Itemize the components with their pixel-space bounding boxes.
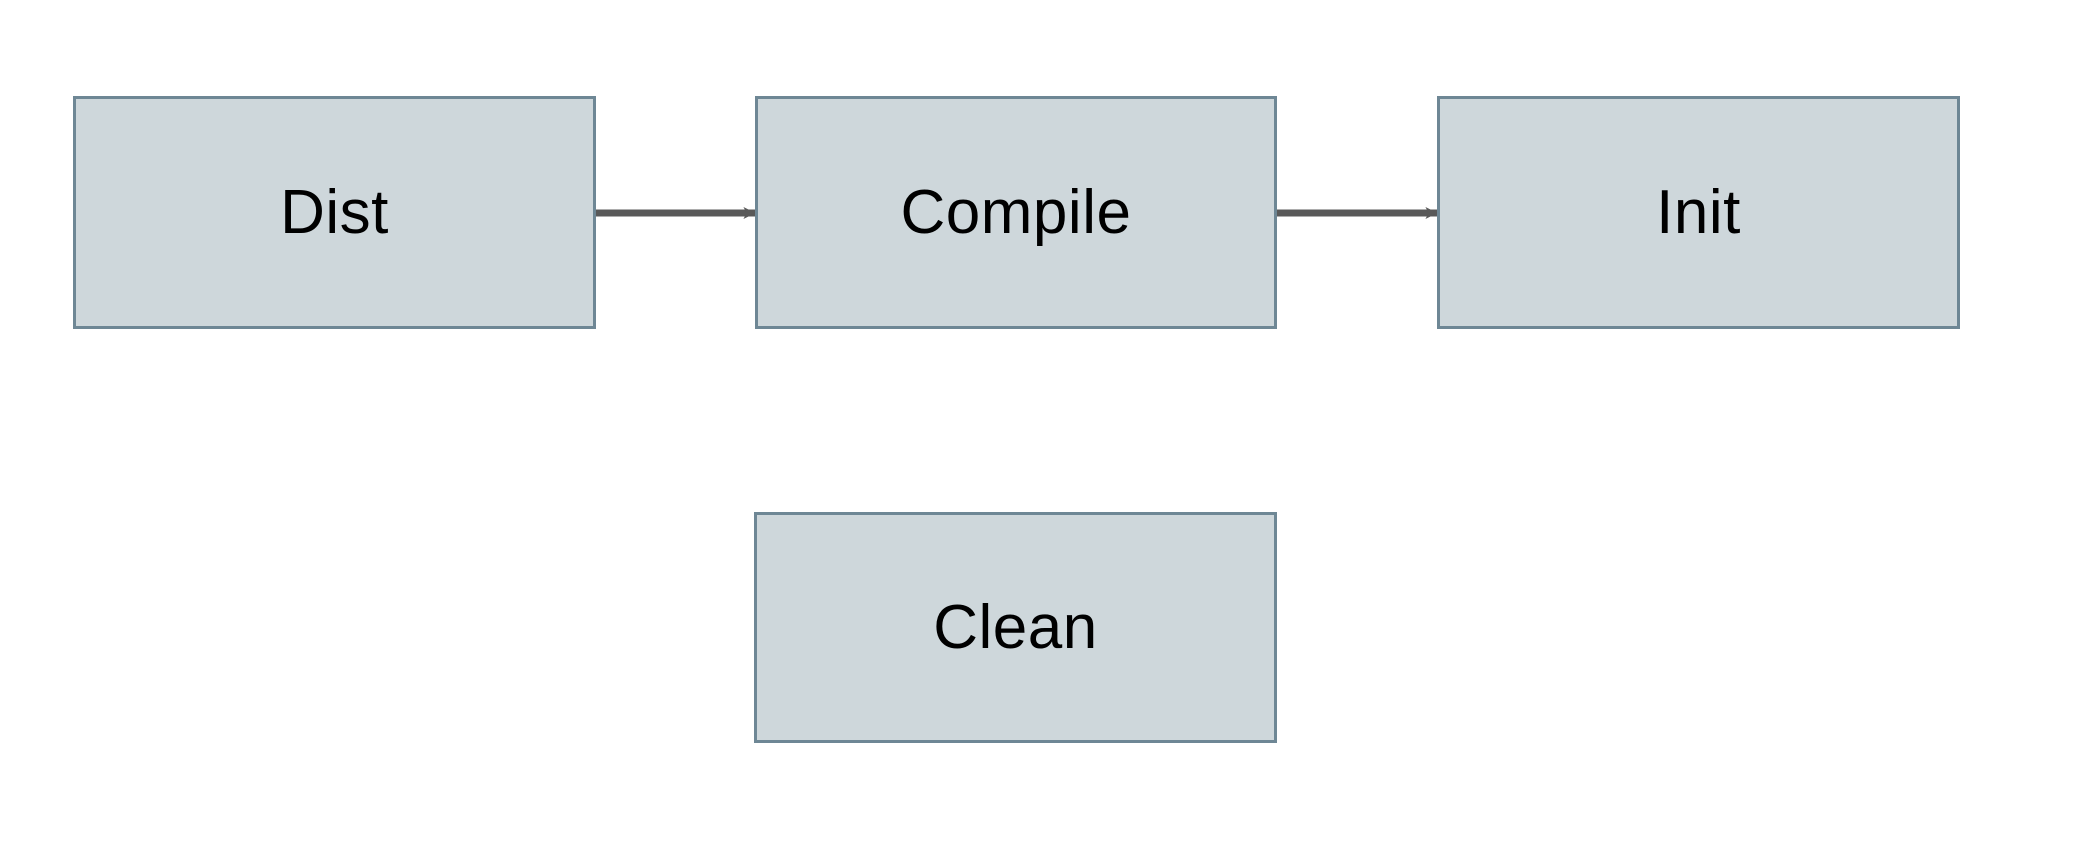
node-dist[interactable]: Dist [73,96,596,329]
node-compile[interactable]: Compile [755,96,1277,329]
node-clean[interactable]: Clean [754,512,1277,743]
node-init-label: Init [1656,177,1741,247]
node-dist-label: Dist [280,177,389,247]
node-compile-label: Compile [900,177,1132,247]
node-clean-label: Clean [933,592,1098,662]
edge-compile-to-init-hitarea[interactable] [1277,193,1437,233]
node-init[interactable]: Init [1437,96,1960,329]
edge-dist-to-compile-hitarea[interactable] [596,193,755,233]
